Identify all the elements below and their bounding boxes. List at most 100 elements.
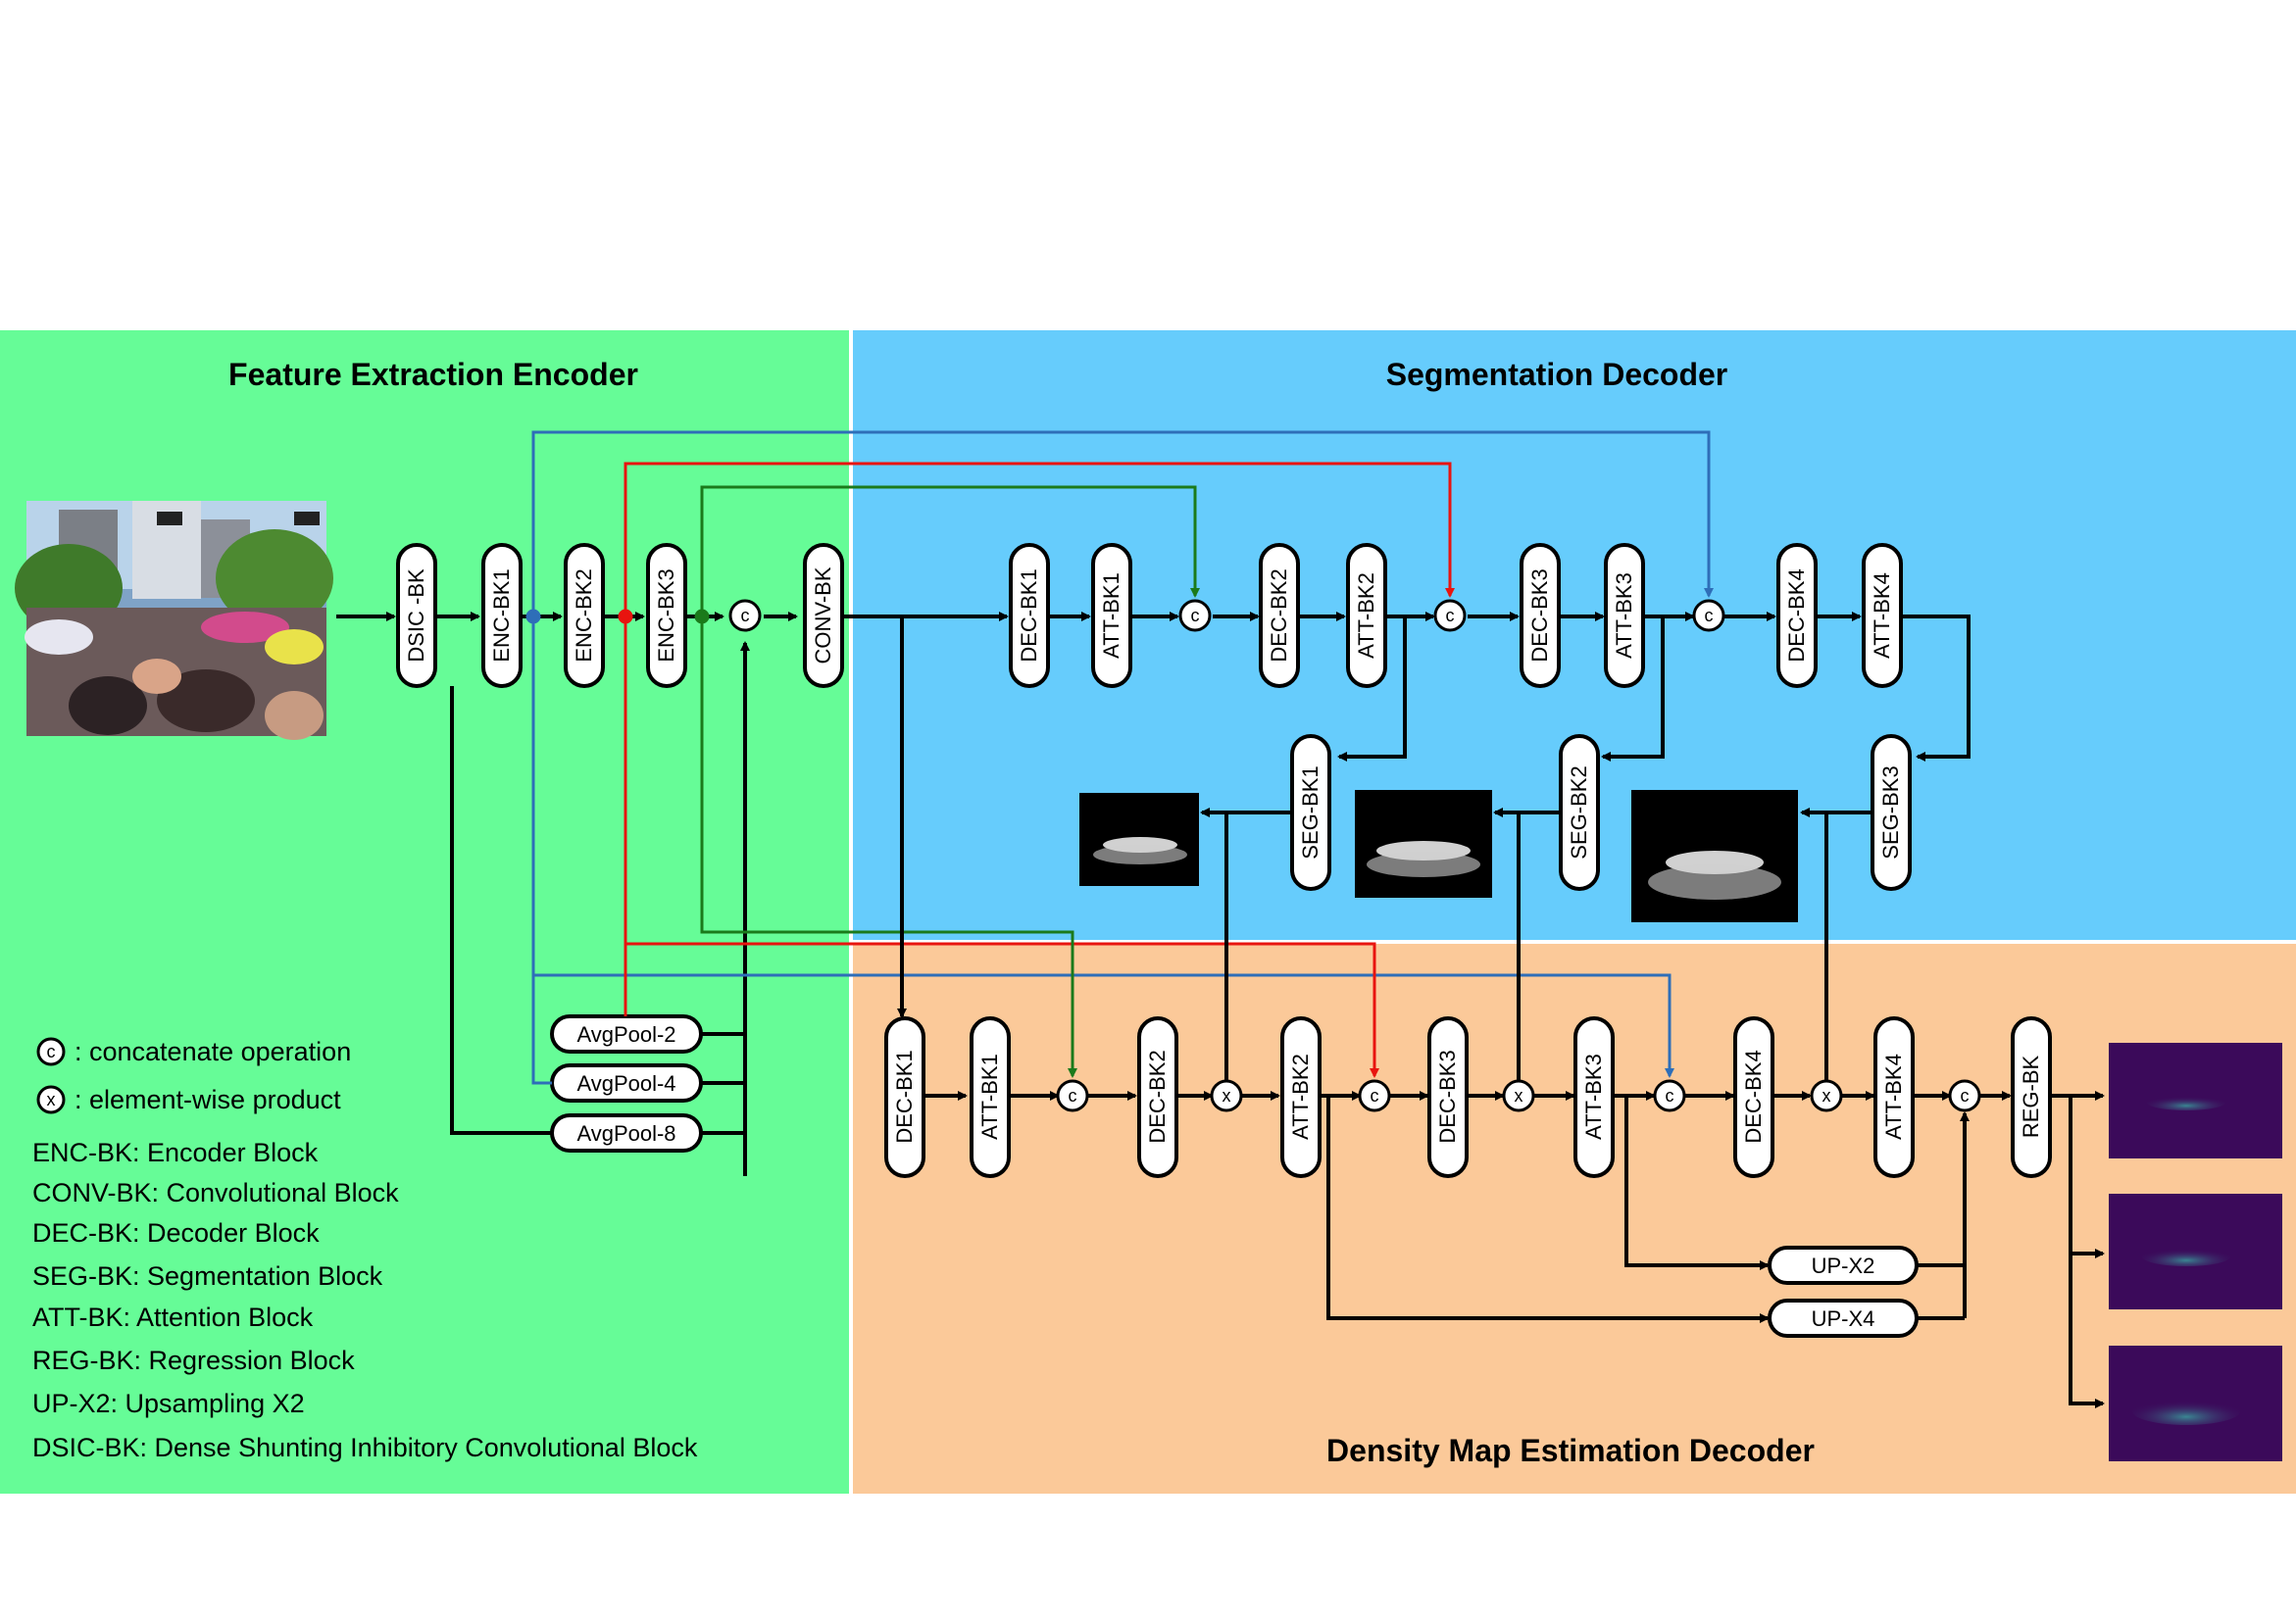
upsample-x2: UP-X2: [1768, 1246, 1919, 1285]
seg-block-2: SEG-BK2: [1559, 734, 1600, 891]
conv-block: CONV-BK: [803, 543, 844, 688]
density-map-3: [2109, 1346, 2282, 1461]
svg-text:DEC-BK4: DEC-BK4: [1784, 568, 1809, 662]
svg-text:c: c: [1446, 606, 1455, 625]
svg-text:c: c: [1961, 1086, 1970, 1106]
segmentation-mask-1: [1079, 793, 1199, 886]
svg-text:AvgPool-2: AvgPool-2: [576, 1022, 675, 1047]
svg-text:ENC-BK2: ENC-BK2: [572, 568, 596, 662]
density-title: Density Map Estimation Decoder: [1326, 1433, 1815, 1468]
legend-item: DSIC-BK: Dense Shunting Inhibitory Convo…: [32, 1433, 698, 1462]
svg-text:c: c: [741, 606, 750, 625]
seg-block-1: SEG-BK1: [1290, 734, 1331, 891]
svg-text:ATT-BK2: ATT-BK2: [1354, 572, 1378, 659]
legend-product: x : element-wise product: [36, 1085, 341, 1114]
legend-item: ENC-BK: Encoder Block: [32, 1138, 319, 1167]
den-concat-4: c: [1948, 1079, 1981, 1112]
seg-dec-block-3: DEC-BK3: [1520, 543, 1561, 688]
density-map-1: [2109, 1043, 2282, 1158]
seg-concat-1: c: [1178, 599, 1212, 632]
seg-dec-block-4: DEC-BK4: [1776, 543, 1818, 688]
segmentation-mask-2: [1355, 790, 1492, 898]
den-att-block-4: ATT-BK4: [1873, 1016, 1915, 1178]
seg-att-block-3: ATT-BK3: [1604, 543, 1645, 688]
skip-blue: [525, 430, 1714, 1085]
density-panel: [853, 944, 2296, 1494]
enc-block-1: ENC-BK1: [481, 543, 523, 688]
legend-item: ATT-BK: Attention Block: [32, 1303, 314, 1332]
density-map-2: [2109, 1194, 2282, 1309]
reg-block: REG-BK: [2011, 1016, 2052, 1178]
den-att-block-2: ATT-BK2: [1280, 1016, 1322, 1178]
svg-text:x: x: [1223, 1086, 1231, 1106]
den-concat-2: c: [1358, 1079, 1391, 1112]
input-crowd-image: [15, 501, 333, 740]
svg-text:ATT-BK4: ATT-BK4: [1870, 572, 1894, 659]
svg-text:ATT-BK3: ATT-BK3: [1612, 572, 1636, 659]
svg-text:AvgPool-8: AvgPool-8: [576, 1121, 675, 1146]
svg-text:: concatenate operation: : concatenate operation: [75, 1037, 351, 1066]
svg-text:DEC-BK3: DEC-BK3: [1527, 568, 1552, 662]
legend-item: REG-BK: Regression Block: [32, 1346, 355, 1375]
svg-text:x: x: [1515, 1086, 1523, 1106]
den-att-block-3: ATT-BK3: [1573, 1016, 1615, 1178]
svg-text:UP-X2: UP-X2: [1812, 1254, 1875, 1278]
den-concat-1: c: [1056, 1079, 1089, 1112]
seg-dec-block-1: DEC-BK1: [1009, 543, 1050, 688]
den-concat-3: c: [1653, 1079, 1686, 1112]
avgpool-8: AvgPool-8: [550, 1113, 703, 1153]
seg-att-block-2: ATT-BK2: [1346, 543, 1387, 688]
svg-text:SEG-BK3: SEG-BK3: [1878, 765, 1903, 859]
skip-red: [618, 462, 1455, 1078]
svg-text:DEC-BK1: DEC-BK1: [892, 1050, 917, 1143]
svg-text:UP-X4: UP-X4: [1812, 1306, 1875, 1331]
svg-text:ENC-BK3: ENC-BK3: [654, 568, 678, 662]
concat-encoder: c: [728, 599, 762, 632]
svg-text:c: c: [47, 1042, 56, 1061]
svg-text:DEC-BK2: DEC-BK2: [1145, 1050, 1170, 1143]
avgpool-2: AvgPool-2: [550, 1014, 703, 1054]
seg-block-3: SEG-BK3: [1871, 734, 1912, 891]
svg-text:DEC-BK1: DEC-BK1: [1017, 568, 1041, 662]
svg-text:c: c: [1705, 606, 1714, 625]
svg-text:AvgPool-4: AvgPool-4: [576, 1071, 675, 1096]
svg-text:DEC-BK3: DEC-BK3: [1435, 1050, 1460, 1143]
enc-block-3: ENC-BK3: [646, 543, 687, 688]
seg-concat-2: c: [1433, 599, 1467, 632]
svg-text:SEG-BK1: SEG-BK1: [1298, 765, 1323, 859]
segmentation-title: Segmentation Decoder: [1386, 357, 1728, 392]
den-dec-block-3: DEC-BK3: [1427, 1016, 1469, 1178]
svg-text:c: c: [1069, 1086, 1077, 1106]
svg-text:ATT-BK4: ATT-BK4: [1881, 1054, 1906, 1140]
seg-concat-3: c: [1692, 599, 1725, 632]
den-dec-block-2: DEC-BK2: [1137, 1016, 1178, 1178]
svg-text:x: x: [47, 1090, 56, 1109]
seg-att-block-1: ATT-BK1: [1091, 543, 1132, 688]
den-att-block-1: ATT-BK1: [970, 1016, 1011, 1178]
svg-text:ATT-BK1: ATT-BK1: [1099, 572, 1123, 659]
legend-item: UP-X2: Upsampling X2: [32, 1389, 305, 1418]
svg-text:ATT-BK3: ATT-BK3: [1581, 1054, 1606, 1140]
segmentation-mask-3: [1631, 790, 1798, 922]
svg-text:c: c: [1666, 1086, 1674, 1106]
legend-concat: c : concatenate operation: [36, 1037, 351, 1066]
upsample-x4: UP-X4: [1768, 1299, 1919, 1338]
svg-text:REG-BK: REG-BK: [2019, 1056, 2043, 1139]
svg-text:ATT-BK1: ATT-BK1: [977, 1054, 1002, 1140]
seg-att-block-4: ATT-BK4: [1862, 543, 1903, 688]
enc-block-2: ENC-BK2: [564, 543, 605, 688]
seg-dec-block-2: DEC-BK2: [1259, 543, 1300, 688]
dsic-block: DSIC -BK: [396, 543, 437, 688]
den-dec-block-1: DEC-BK1: [884, 1016, 925, 1178]
svg-text:c: c: [1371, 1086, 1379, 1106]
svg-text:x: x: [1822, 1086, 1831, 1106]
legend: c : concatenate operation x : element-wi…: [32, 1037, 698, 1462]
den-product-1: x: [1210, 1079, 1243, 1112]
den-product-3: x: [1810, 1079, 1843, 1112]
svg-text:DEC-BK4: DEC-BK4: [1741, 1050, 1766, 1143]
svg-text:DSIC -BK: DSIC -BK: [404, 568, 428, 663]
svg-text:: element-wise product: : element-wise product: [75, 1085, 341, 1114]
avgpool-4: AvgPool-4: [550, 1063, 703, 1103]
legend-item: SEG-BK: Segmentation Block: [32, 1261, 383, 1291]
